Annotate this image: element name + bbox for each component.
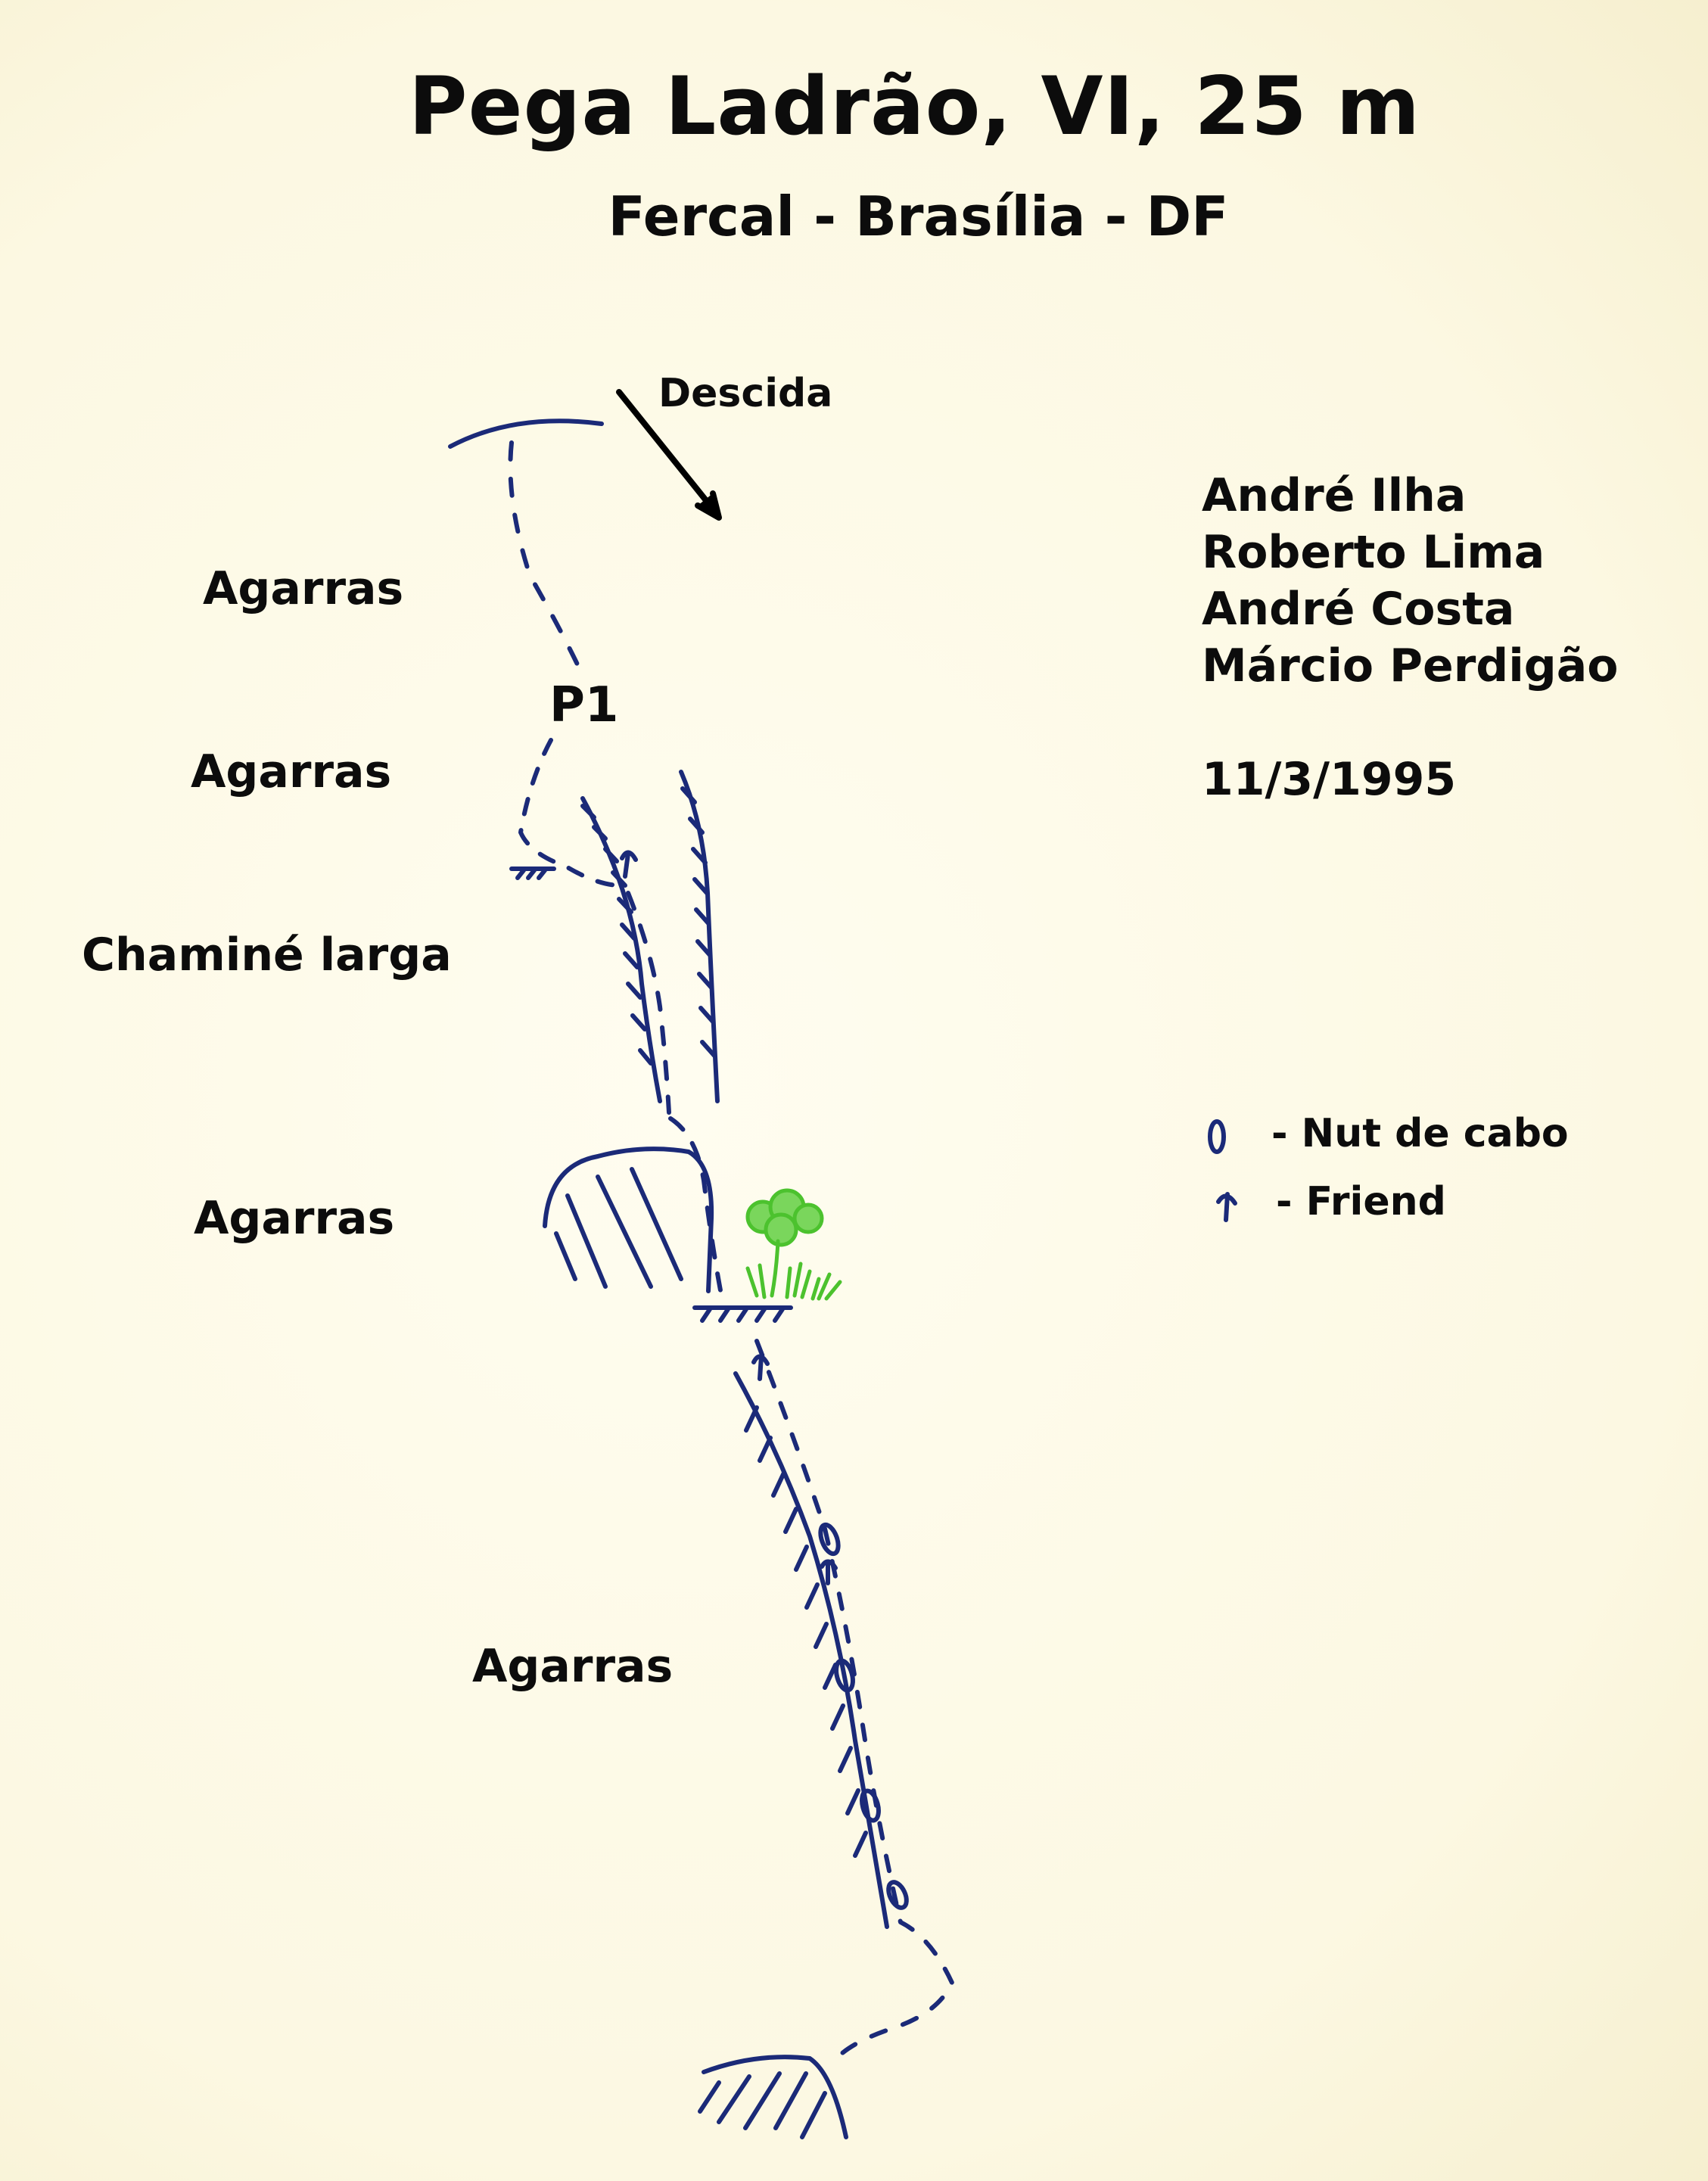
summit-edge [448,418,604,449]
descent-label: Descida [658,371,833,416]
location-subtitle: Fercal - Brasília - DF [608,185,1229,248]
nut-icon [834,1658,855,1693]
page-title: Pega Ladrão, VI, 25 m [408,60,1421,153]
ground-base [702,2055,848,2139]
friend-icon [820,1559,838,1585]
ground-hatching [698,2071,827,2139]
chimney-right-wall [679,770,720,1103]
label-holds-top: Agarras [203,562,404,615]
vegetation-icon [745,1188,842,1301]
lower-face-hatching [744,1405,868,1858]
route-line-p1 [518,738,623,888]
chimney-left-hatching [580,804,653,1066]
chimney-right-hatching [680,786,717,1058]
climber-name: Márcio Perdigão [1202,639,1619,692]
climber-name: André Ilha [1202,469,1467,522]
ascent-date: 11/3/1995 [1202,753,1457,806]
legend-nut-label: - Nut de cabo [1271,1111,1569,1156]
ledge-middle [692,1305,793,1323]
legend-nut-icon [1208,1119,1226,1154]
belay-label-p1: P1 [549,677,619,733]
descent-arrow-icon [616,389,722,521]
friend-icon [751,1354,770,1381]
route-line-chimney [626,891,671,1115]
label-holds-upper: Agarras [191,745,392,798]
nut-icon [860,1788,881,1823]
label-holds-middle: Agarras [194,1192,395,1245]
label-chimney: Chaminé larga [82,929,452,982]
legend-friend-icon [1216,1192,1237,1222]
legend-friend-label: - Friend [1276,1179,1446,1224]
overhang-block [543,1147,714,1293]
first-ascent-block: André Ilha Roberto Lima André Costa Márc… [1202,468,1618,808]
route-line-block [668,1116,723,1293]
friend-icon [620,850,638,879]
climber-name: Roberto Lima [1202,526,1545,579]
overhang-hatching [554,1167,683,1289]
nut-icon [818,1522,841,1557]
lower-face-wall [733,1371,889,1929]
route-line-top [508,440,580,668]
nut-icon [886,1880,909,1910]
label-holds-bottom: Agarras [472,1640,674,1693]
route-line-lower [754,1339,954,2065]
chimney-left-wall [580,796,662,1103]
ledge-p1 [509,866,556,880]
climber-name: André Costa [1202,583,1515,636]
